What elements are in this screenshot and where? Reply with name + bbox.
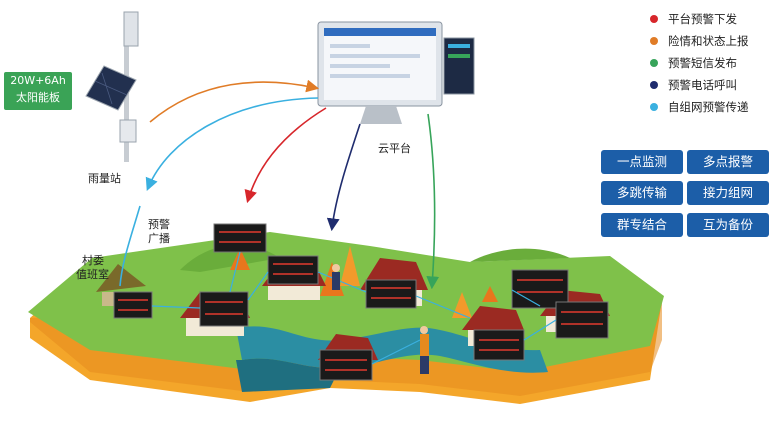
- rain-station-label: 雨量站: [88, 172, 121, 185]
- solar-name: 太阳能板: [16, 91, 60, 104]
- solar-panel-badge: 20W+6Ah 太阳能板: [4, 72, 72, 110]
- legend-label: 预警短信发布: [668, 56, 737, 70]
- legend-dot: [650, 15, 658, 23]
- legend-item: 平台预警下发: [650, 8, 749, 30]
- cloud-platform-label: 云平台: [378, 142, 411, 155]
- legend-label: 自组网预警传递: [668, 100, 749, 114]
- feature-mutual-backup: 互为备份: [687, 213, 769, 237]
- legend-dot: [650, 37, 658, 45]
- broadcast-label-1: 预警: [148, 218, 170, 231]
- people: [332, 264, 429, 374]
- village-duty-label-2: 值班室: [76, 268, 109, 281]
- broadcast-label-2: 广播: [148, 232, 170, 245]
- flow-arrows: [119, 79, 440, 290]
- feature-multi-hop-transmission: 多跳传输: [601, 181, 683, 205]
- village-duty-label-1: 村委: [82, 254, 104, 267]
- feature-public-expert-combined: 群专结合: [601, 213, 683, 237]
- legend-label: 平台预警下发: [668, 12, 737, 26]
- legend-item: 预警电话呼叫: [650, 74, 749, 96]
- legend-item: 自组网预警传递: [650, 96, 749, 118]
- feature-multi-point-alarm: 多点报警: [687, 150, 769, 174]
- legend-label: 险情和状态上报: [668, 34, 749, 48]
- legend-dot: [650, 81, 658, 89]
- solar-spec: 20W+6Ah: [10, 74, 66, 87]
- feature-relay-networking: 接力组网: [687, 181, 769, 205]
- legend-item: 险情和状态上报: [650, 30, 749, 52]
- feature-single-point-monitoring: 一点监测: [601, 150, 683, 174]
- legend: 平台预警下发 险情和状态上报 预警短信发布 预警电话呼叫 自组网预警传递: [650, 8, 749, 118]
- legend-dot: [650, 103, 658, 111]
- panel-leds: [118, 231, 603, 371]
- legend-item: 预警短信发布: [650, 52, 749, 74]
- warning-panels: [113, 223, 609, 381]
- mesh-links: [151, 251, 557, 365]
- legend-label: 预警电话呼叫: [668, 78, 737, 92]
- rain-station-graphic: [85, 11, 139, 162]
- legend-dot: [650, 59, 658, 67]
- cloud-platform-monitors: [317, 21, 475, 124]
